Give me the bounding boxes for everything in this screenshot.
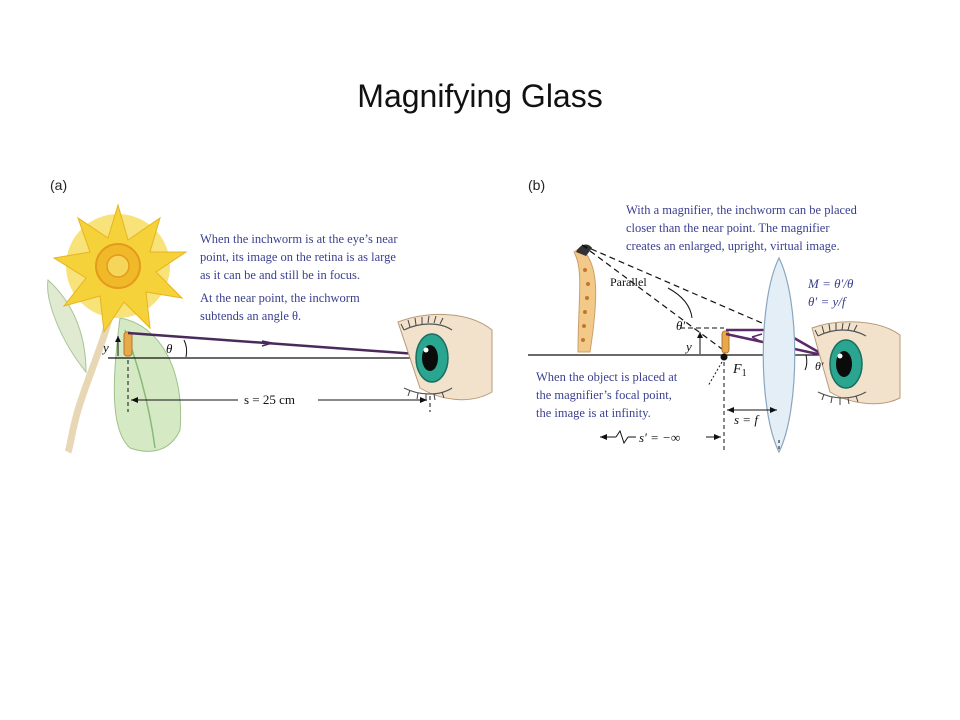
theta-prime-eye-label: θ′ (815, 359, 824, 373)
caption-b-2: When the object is placed at the magnifi… (536, 370, 680, 420)
flower-side-leaf (47, 278, 87, 374)
s-prime-arrow-right (714, 434, 721, 440)
equation-magnification: M = θ′/θ (807, 276, 854, 291)
distance-label-a: s = 25 cm (244, 392, 295, 407)
magnifier-lens (762, 256, 796, 454)
panel-b: (b) With a magnifier, the inchworm can b… (528, 177, 901, 454)
caption-a-1-line-2: point, its image on the retina is as lar… (200, 250, 396, 264)
y-label-a: y (101, 340, 109, 355)
caption-a-1: When the inchworm is at the eye’s near p… (200, 232, 401, 282)
focal-point-dot (720, 353, 728, 361)
theta-prime-arc-eye (804, 354, 808, 371)
caption-a-1-line-3: as it can be and still be in focus. (200, 268, 360, 282)
y-label-b: y (684, 339, 692, 354)
caption-a-1-line-1: When the inchworm is at the eye’s near (200, 232, 398, 246)
caption-a-2-line-1: At the near point, the inchworm (200, 291, 360, 305)
s-prime-label: s′ = −∞ (639, 430, 680, 445)
parallel-dashed-upper (581, 244, 779, 331)
ray-a (127, 331, 431, 357)
inchworm-b (721, 330, 730, 354)
theta-arc-a (183, 339, 188, 358)
theta-prime-label-b: θ′ (676, 318, 685, 333)
theta-label-a: θ (166, 341, 173, 356)
theta-prime-arc-b (667, 287, 693, 319)
focal-point-letter: F (732, 362, 742, 377)
caption-b-2-line-2: the magnifier’s focal point, (536, 388, 672, 402)
caption-b-1-line-3: creates an enlarged, upright, virtual im… (626, 239, 840, 253)
panel-b-label: (b) (528, 177, 545, 193)
distance-arrow-left-a (131, 397, 138, 403)
distance-arrow-right-a (420, 397, 427, 403)
virtual-image-inchworm (573, 244, 597, 353)
caption-a-2-line-2: subtends an angle θ. (200, 309, 301, 323)
focal-point-subscript: 1 (742, 368, 747, 379)
caption-b-1-line-1: With a magnifier, the inchworm can be pl… (626, 203, 858, 217)
focal-pointer (707, 361, 723, 387)
s-equals-f-arrow-left (727, 407, 734, 413)
panel-a: (a) y θ (47, 177, 493, 454)
equation-theta-prime: θ′ = y/f (808, 294, 848, 309)
s-prime-break-symbol (615, 429, 629, 445)
page-title: Magnifying Glass (357, 78, 603, 114)
s-equals-f-arrow-right (770, 407, 777, 413)
caption-b-1-line-2: closer than the near point. The magnifie… (626, 221, 830, 235)
parallel-label: Parallel (610, 275, 647, 289)
s-prime-arrow-left (600, 434, 607, 440)
caption-a-2: At the near point, the inchworm subtends… (200, 291, 363, 323)
s-equals-f-label: s = f (734, 412, 760, 427)
ray-b-arrow (751, 333, 763, 342)
caption-b-1: With a magnifier, the inchworm can be pl… (626, 203, 860, 253)
sunflower (52, 203, 188, 334)
ray-a-arrow (261, 340, 273, 347)
focal-point-label: F1 (732, 362, 747, 379)
caption-b-2-line-3: the image is at infinity. (536, 406, 651, 420)
panel-a-label: (a) (50, 177, 67, 193)
caption-b-2-line-1: When the object is placed at (536, 370, 678, 384)
eye-b (811, 321, 901, 405)
eye-a (397, 314, 493, 401)
inchworm-a (123, 331, 133, 357)
